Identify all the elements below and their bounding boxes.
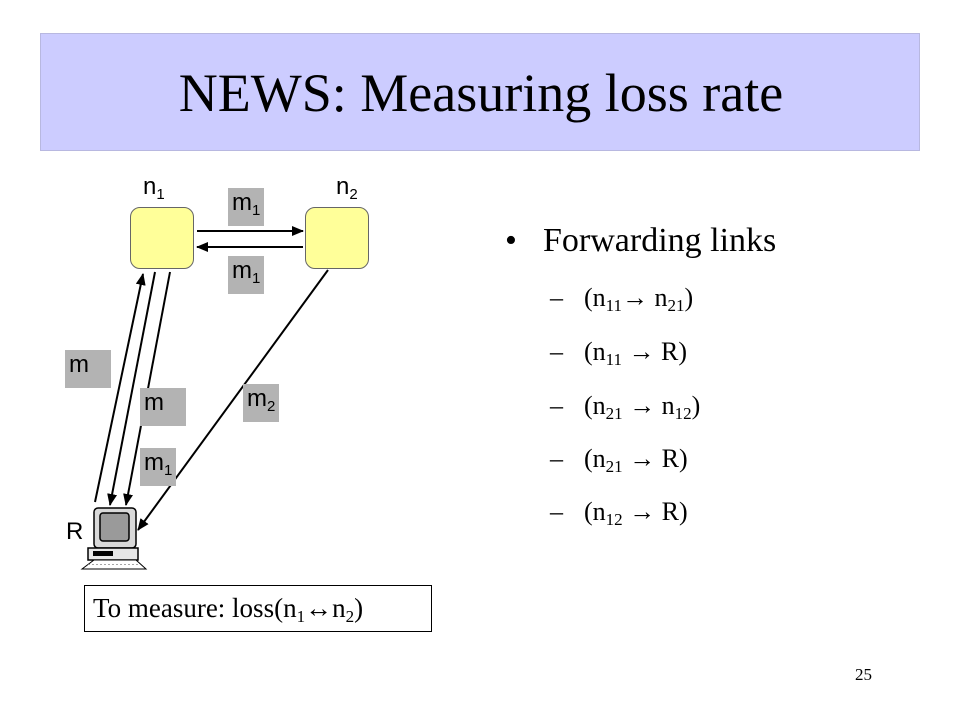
list-item: –(n21 → n12) (550, 391, 701, 423)
list-item: –(n21 → R) (550, 444, 688, 476)
node-n1-label: n1 (143, 173, 165, 203)
node-n1 (130, 207, 194, 269)
message-tag: m2 (243, 384, 280, 422)
node-n2 (305, 207, 369, 269)
message-tag: m1 (228, 256, 265, 294)
message-tag: m (140, 388, 186, 426)
link-n1-to-r-a (107, 271, 156, 506)
bullet-forwarding-links: •Forwarding links (505, 222, 777, 259)
message-tag: m1 (228, 188, 265, 226)
message-tag: m1 (140, 448, 177, 486)
list-item: –(n11→ n21) (550, 283, 694, 315)
title-bar: NEWS: Measuring loss rate (40, 33, 920, 151)
receiver-label: R (66, 518, 84, 545)
measure-box: To measure: loss(n1↔n2) (84, 585, 432, 632)
link-r-to-n1 (94, 273, 146, 503)
node-n2-label: n2 (336, 173, 358, 203)
list-item: –(n11 → R) (550, 337, 688, 369)
link-n2-to-r (137, 269, 329, 531)
computer-icon (80, 507, 148, 570)
message-tag: m (65, 350, 111, 388)
slide-title: NEWS: Measuring loss rate (178, 63, 784, 123)
bullet-icon: • (505, 222, 517, 259)
page-number: 25 (855, 665, 872, 684)
list-item: –(n12 → R) (550, 497, 688, 529)
